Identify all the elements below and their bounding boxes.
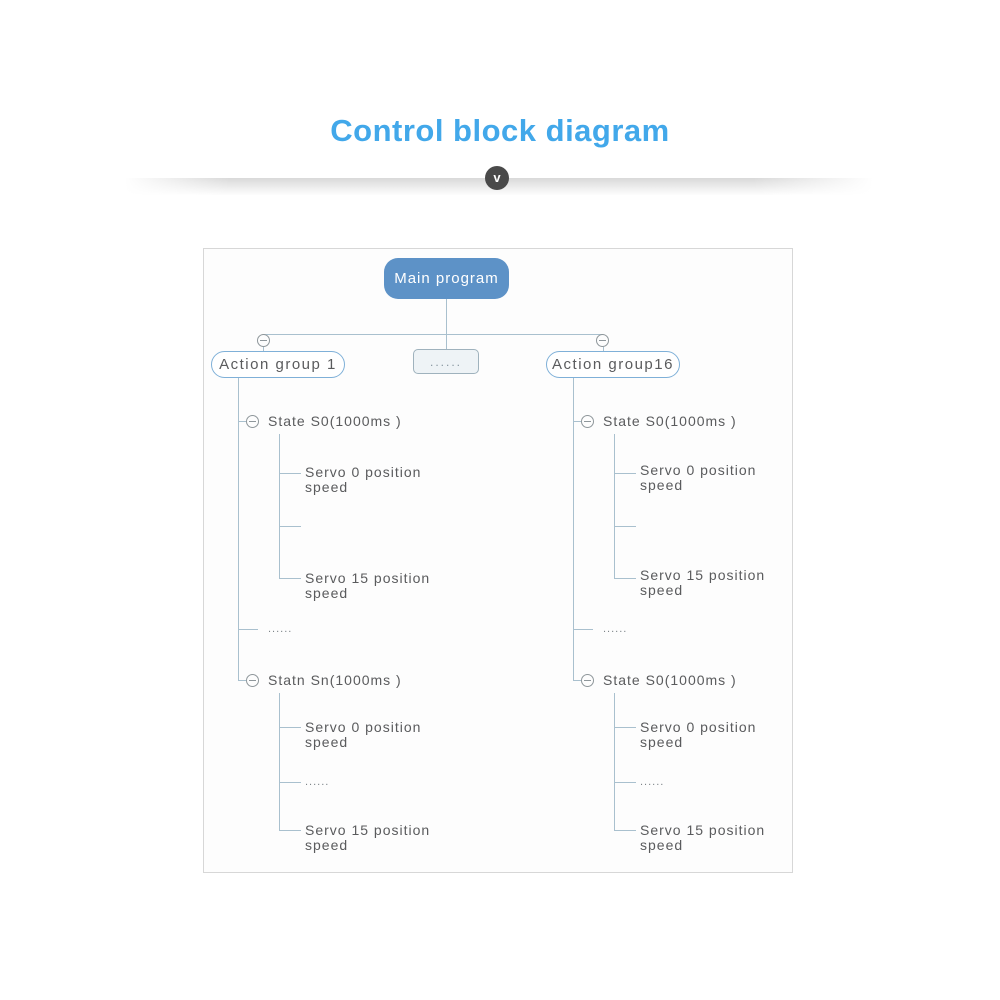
connector-line [263, 334, 603, 335]
connector-line [279, 727, 301, 728]
collapse-minus-icon [257, 334, 270, 347]
servo-label-line1: Servo 0 position [640, 462, 757, 478]
servo-label: Servo 15 position speed [640, 568, 765, 598]
collapse-minus-icon [596, 334, 609, 347]
connector-line [614, 830, 636, 831]
connector-line [238, 629, 258, 630]
servo-label-line1: Servo 15 position [640, 822, 766, 838]
connector-line [573, 421, 581, 422]
state-label: Statn Sn(1000ms ) [268, 672, 402, 688]
servo-label-line2: speed [305, 837, 349, 853]
connector-line [238, 421, 246, 422]
servo-label-line1: Servo 15 position [305, 822, 431, 838]
connector-line [614, 473, 636, 474]
servo-label-line2: speed [305, 585, 349, 601]
collapse-minus-icon [581, 674, 594, 687]
servo-label-line2: speed [640, 837, 684, 853]
connector-line [614, 578, 636, 579]
servo-label: Servo 0 position speed [640, 463, 756, 493]
ellipsis-label: ...... [603, 623, 628, 635]
servo-label: Servo 15 position speed [640, 823, 765, 853]
ellipsis-label: ...... [640, 776, 665, 788]
connector-line [279, 693, 280, 830]
state-label: State S0(1000ms ) [603, 413, 737, 429]
diagram-panel: Main program Action group 1 ...... Actio… [203, 248, 793, 873]
connector-line [279, 473, 301, 474]
connector-line [446, 299, 447, 349]
servo-label-line2: speed [640, 477, 684, 493]
servo-label-line2: speed [640, 734, 684, 750]
collapse-minus-icon [246, 415, 259, 428]
chevron-down-icon: v [485, 166, 509, 190]
connector-line [279, 434, 280, 578]
connector-line [279, 526, 301, 527]
connector-line [279, 578, 301, 579]
node-ellipsis: ...... [413, 349, 479, 374]
servo-label: Servo 0 position speed [305, 465, 421, 495]
connector-line [573, 629, 593, 630]
node-action-group-1: Action group 1 [211, 351, 345, 378]
page-title: Control block diagram [330, 113, 670, 148]
connector-line [279, 830, 301, 831]
connector-line [603, 347, 604, 351]
state-label: State S0(1000ms ) [268, 413, 402, 429]
servo-label-line2: speed [640, 582, 684, 598]
servo-label: Servo 0 position speed [305, 720, 421, 750]
connector-line [238, 680, 246, 681]
servo-label: Servo 15 position speed [305, 571, 430, 601]
servo-label-line1: Servo 15 position [305, 570, 431, 586]
connector-line [573, 378, 574, 680]
node-action-group-16: Action group16 [546, 351, 680, 378]
ellipsis-label: ...... [305, 776, 330, 788]
connector-line [614, 526, 636, 527]
servo-label-line2: speed [305, 479, 349, 495]
connector-line [614, 782, 636, 783]
servo-label: Servo 15 position speed [305, 823, 430, 853]
servo-label-line2: speed [305, 734, 349, 750]
connector-line [614, 727, 636, 728]
connector-line [614, 693, 615, 830]
connector-line [263, 347, 264, 351]
connector-line [573, 680, 581, 681]
servo-label: Servo 0 position speed [640, 720, 756, 750]
servo-label-line1: Servo 0 position [305, 719, 422, 735]
collapse-minus-icon [246, 674, 259, 687]
servo-label-line1: Servo 15 position [640, 567, 766, 583]
connector-line [614, 434, 615, 578]
node-main-program: Main program [384, 258, 509, 299]
connector-line [238, 378, 239, 680]
connector-line [279, 782, 301, 783]
servo-label-line1: Servo 0 position [640, 719, 757, 735]
collapse-minus-icon [581, 415, 594, 428]
servo-label-line1: Servo 0 position [305, 464, 422, 480]
ellipsis-label: ...... [268, 623, 293, 635]
state-label: State S0(1000ms ) [603, 672, 737, 688]
